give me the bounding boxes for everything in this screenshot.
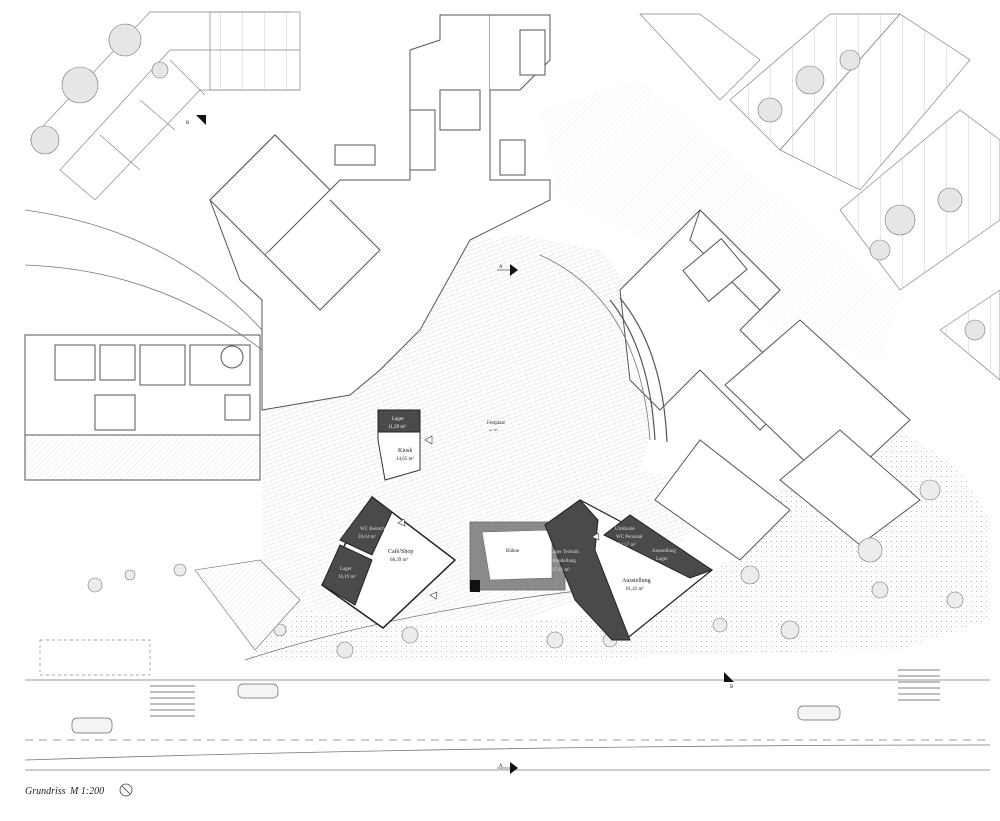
section-marker-a-top: A [497, 264, 518, 276]
existing-building-left [24, 334, 261, 481]
paved-square [262, 235, 655, 505]
umkleide-label: Umkleide [615, 527, 635, 532]
section-label-a-top: A [499, 265, 503, 270]
lager-top-area: 11,29 m² [388, 424, 406, 430]
ausstellung-label: Ausstellung [622, 578, 651, 584]
umkleide-line2: WC Personal [616, 535, 643, 540]
lager-technik-label: Lager Technik [550, 550, 579, 555]
ausstellung-lager-line2: Lager [656, 557, 668, 562]
lager-left-label: Lager [340, 567, 352, 572]
lager-top-label: Lager [392, 417, 404, 422]
lager-technik-line2: Ausstellung [552, 559, 576, 564]
north-arrow-icon [119, 783, 133, 797]
road [24, 679, 991, 771]
festplatz-label: Festplatz [487, 421, 506, 426]
crosswalk-right [898, 669, 940, 701]
entrance-markers [397, 435, 600, 600]
wc-bereich-room [339, 496, 393, 556]
lager-technik-room [544, 499, 631, 641]
festplatz-sub: ca. m² [489, 428, 498, 432]
crosswalk-left [150, 685, 195, 717]
wc-bereich-area: 20,64 m² [358, 534, 376, 540]
plan-title: Grundriss [25, 786, 66, 797]
section-marker-b-bottom: B [724, 672, 734, 690]
stairs-bottom-left [194, 559, 301, 651]
car-icon [71, 683, 841, 734]
kiosk-label: Kiosk [398, 448, 412, 454]
plan-scale: M 1:200 [69, 786, 104, 797]
stage-corner-block [470, 580, 480, 592]
lager-left-area: 16,19 m² [338, 574, 356, 580]
section-marker-a-bottom: A [497, 762, 518, 774]
section-label-b-top: B [186, 121, 190, 126]
umkleide-room [603, 514, 714, 579]
ausstellung-area: 81,43 m² [626, 586, 644, 592]
shrubs [87, 479, 964, 659]
lager-top-room [377, 409, 421, 433]
lager-left-room [321, 544, 373, 606]
tribune-arc [609, 297, 668, 443]
kiosk-area: 14,65 m² [396, 456, 414, 462]
trees-top-right [757, 49, 986, 341]
stage-floor [481, 529, 553, 581]
section-label-a-bottom: A [499, 764, 503, 769]
lager-technik-area: 37,41 m² [552, 567, 570, 573]
cafe-label: Café/Shop [388, 548, 413, 555]
trees-top-left [30, 23, 169, 155]
parking-lot-dashed [39, 639, 151, 676]
section-marker-b-top: B [186, 115, 206, 126]
ausstellung-lager-label: Ausstellung [652, 549, 676, 554]
existing-building-right [619, 209, 921, 561]
wc-bereich-label: WC Bereich [360, 527, 385, 532]
section-label-b-bottom: B [730, 685, 734, 690]
paved-right-slope [540, 80, 900, 360]
umkleide-area: 24,17 m² [618, 542, 636, 548]
buehne-label: Bühne [506, 549, 520, 554]
cafe-area: 68,39 m² [390, 557, 408, 563]
parking-top-left [29, 11, 301, 201]
existing-building-center [209, 14, 551, 411]
